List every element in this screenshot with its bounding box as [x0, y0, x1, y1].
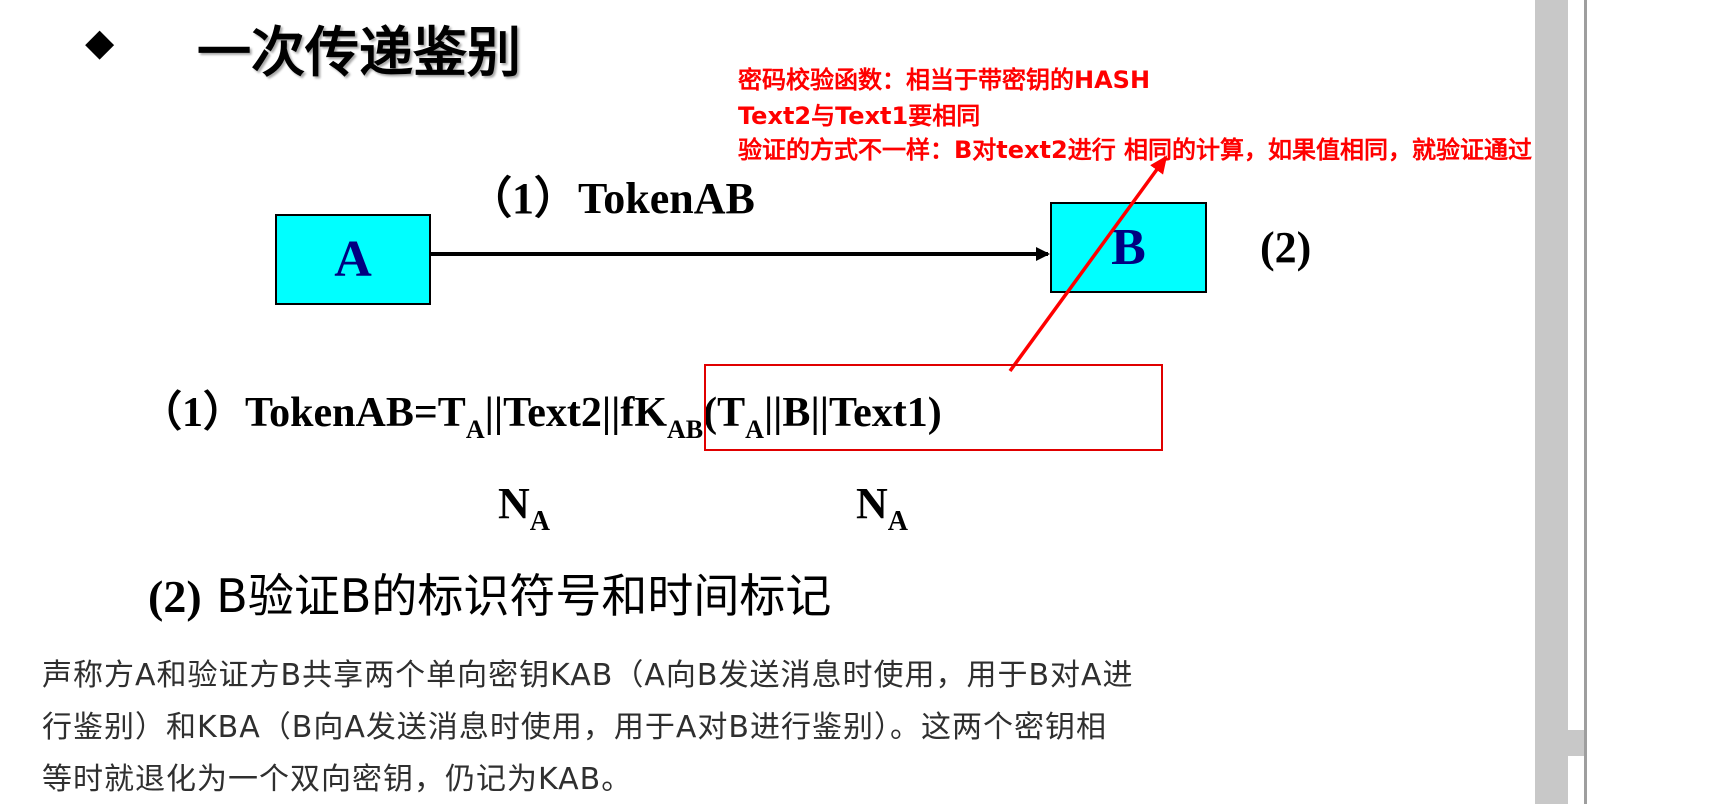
formula-sub-2: AB: [667, 415, 704, 444]
na-label-left: NA: [498, 478, 550, 536]
box-b-label: B: [1111, 219, 1146, 276]
formula-lead: （1）TokenAB=T: [140, 390, 466, 436]
formula-tail: ||B||Text1): [763, 390, 942, 436]
step2-marker: (2): [1260, 223, 1312, 272]
highlight-box: [704, 364, 1163, 451]
formula-sub-3: A: [745, 415, 764, 444]
step2-text: B验证B的标识符号和时间标记: [216, 569, 832, 623]
box-a-label: A: [334, 231, 372, 288]
scrollbar-thumb[interactable]: [1560, 730, 1586, 756]
slide-title: 一次传递鉴别: [197, 21, 521, 84]
formula-mid-2: (T: [703, 390, 746, 436]
annotation-line-3: 验证的方式不一样：B对text2进行 相同的计算，如果值相同，就验证通过: [738, 136, 1533, 164]
scrollbar-track[interactable]: [1535, 0, 1568, 804]
na-label-right: NA: [856, 478, 908, 536]
paragraph-line-1: 声称方A和验证方B共享两个单向密钥KAB（A向B发送消息时使用，用于B对A进: [42, 658, 1134, 693]
na-right-sub: A: [887, 506, 909, 537]
right-panel: [1587, 0, 1722, 804]
token-formula: （1）TokenAB=TA||Text2||fKAB(TA||B||Text1): [140, 378, 942, 443]
step2-heading: (2) B验证B的标识符号和时间标记: [148, 560, 831, 626]
paragraph-line-3: 等时就退化为一个双向密钥，仍记为KAB。: [42, 762, 633, 797]
annotation-arrow: [1008, 155, 1168, 373]
step2-lead: (2): [148, 571, 202, 622]
paragraph-line-2: 行鉴别）和KBA（B向A发送消息时使用，用于A对B进行鉴别）。这两个密钥相: [42, 710, 1107, 745]
panel-divider: [1584, 0, 1587, 804]
annotation-line-1: 密码校验函数：相当于带密钥的HASH: [738, 66, 1151, 94]
na-right-base: N: [856, 479, 888, 528]
na-left-base: N: [498, 479, 530, 528]
formula-mid-1: ||Text2||fK: [484, 390, 668, 436]
formula-sub-1: A: [465, 415, 485, 444]
bullet-icon: ◆: [85, 20, 115, 64]
annotation-line-2: Text2与Text1要相同: [738, 102, 981, 130]
arrow-label: （1）TokenAB: [468, 174, 755, 223]
na-left-sub: A: [529, 506, 551, 537]
box-a: A: [275, 214, 431, 305]
